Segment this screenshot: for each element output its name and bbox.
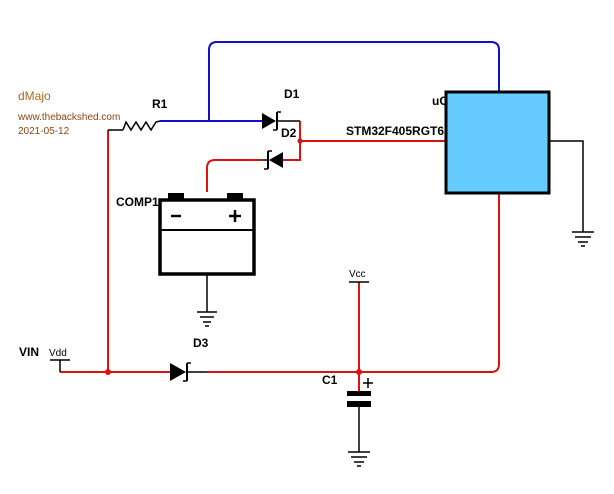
ground-symbol [572,231,594,247]
vdd-symbol: Vdd [49,348,70,361]
author-website: www.thebackshed.com [17,112,120,123]
d3-label: D3 [193,336,209,350]
junction-dot [356,369,362,375]
vdd-label: Vdd [49,348,67,359]
wire-red [60,121,500,382]
mcu-part-label: STM32F405RGT6 [346,124,444,138]
resistor-r1: R1 [122,97,168,132]
comp1-label: COMP1 [116,195,159,209]
author-date: 2021-05-12 [18,126,70,137]
battery-comp1: COMP1 [116,193,256,276]
r1-label: R1 [152,97,168,111]
capacitor-c1: C1 [322,373,373,407]
diode-d2: D2 [262,126,297,170]
wire-blue [160,41,500,122]
mcu-uc: uC STM32F405RGT6 [346,90,551,195]
junction-dot [105,369,111,375]
wire-black [59,120,584,452]
vcc-symbol: Vcc [349,269,369,283]
diode-d3: D3 [170,336,209,382]
uc-label: uC [432,94,448,108]
d2-label: D2 [281,126,297,140]
vcc-label: Vcc [349,269,366,280]
ground-symbol [348,451,370,467]
c1-label: C1 [322,373,338,387]
ground-symbol [197,311,217,327]
author-name: dMajo [18,89,51,103]
vin-label: VIN [19,345,39,359]
junction-dot [297,138,303,144]
diode-d1: D1 [262,87,300,131]
d1-label: D1 [284,87,300,101]
junction-dots [105,138,362,375]
